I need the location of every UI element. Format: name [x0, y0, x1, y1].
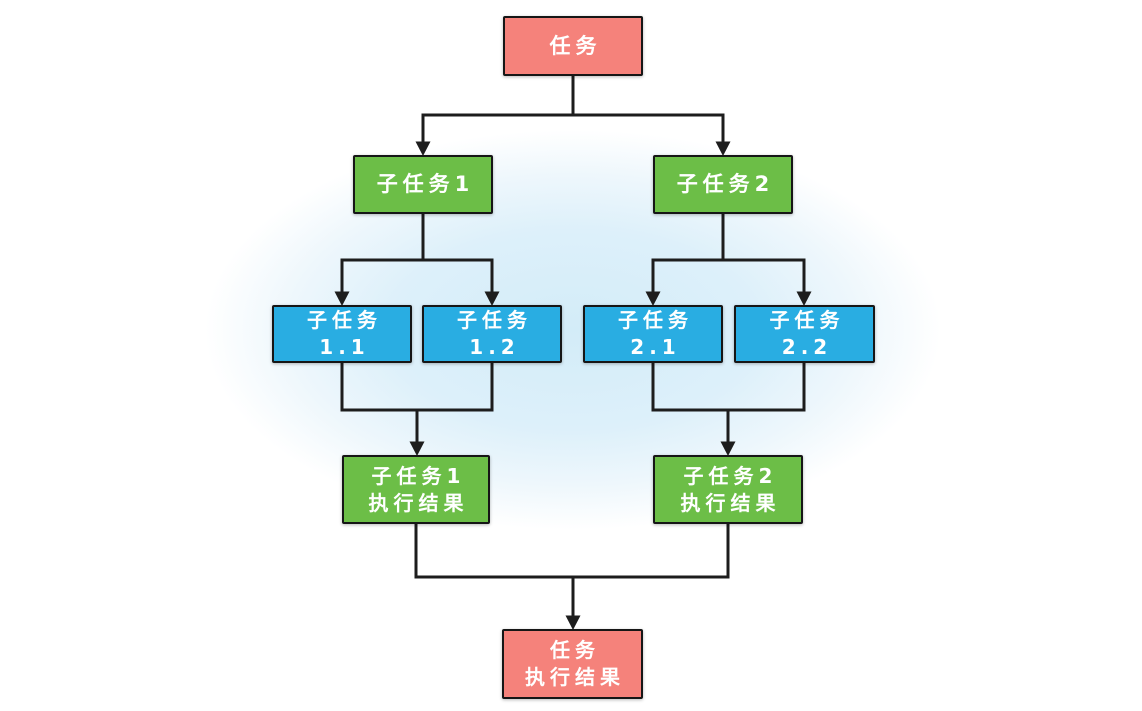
- arrowhead: [715, 141, 731, 156]
- arrowhead: [484, 291, 500, 306]
- node-subtask-1-label: 子任务1: [376, 172, 475, 196]
- connector-subtask1-split: [334, 212, 500, 306]
- node-result-2-label-line1: 子任务2: [683, 463, 778, 488]
- arrowhead: [796, 291, 812, 306]
- node-subtask-1-1: 子任务 1.1: [272, 305, 412, 363]
- node-subtask-2-1-label-line1: 子任务: [618, 308, 693, 332]
- node-subtask-2-label: 子任务2: [676, 172, 775, 196]
- node-result-1-label-line1: 子任务1: [371, 463, 466, 488]
- node-final-result: 任务 执行结果: [502, 629, 643, 699]
- node-subtask-1-2-label-line1: 子任务: [457, 308, 532, 332]
- node-subtask-1-2: 子任务 1.2: [422, 305, 562, 363]
- node-subtask-2-2-label-line1: 子任务: [769, 308, 845, 332]
- node-final-result-label-line1: 任务: [550, 638, 600, 662]
- node-result-2-label-line2: 执行结果: [680, 490, 781, 515]
- node-result-1: 子任务1 执行结果: [342, 455, 490, 524]
- node-subtask-1-1-label-line1: 子任务: [307, 308, 382, 332]
- connector-task-split: [415, 74, 731, 156]
- node-subtask-1: 子任务1: [353, 155, 493, 214]
- node-result-2: 子任务2 执行结果: [653, 455, 803, 524]
- arrowhead: [409, 441, 425, 456]
- connector-merge-result1: [340, 361, 494, 456]
- arrowhead: [720, 441, 736, 456]
- connector-subtask2-split: [645, 212, 812, 306]
- arrowhead: [334, 291, 350, 306]
- node-subtask-1-1-label-line2: 1.1: [319, 335, 370, 359]
- node-subtask-2-2: 子任务 2.2: [734, 305, 875, 363]
- node-task-label: 任务: [549, 33, 602, 58]
- node-result-1-label-line2: 执行结果: [368, 490, 469, 515]
- node-subtask-2: 子任务2: [653, 155, 793, 214]
- node-subtask-1-2-label-line2: 1.2: [469, 335, 520, 359]
- arrowhead: [415, 141, 431, 156]
- node-subtask-2-2-label-line2: 2.2: [781, 335, 833, 359]
- node-task: 任务: [503, 16, 643, 76]
- connector-merge-final: [414, 522, 730, 630]
- arrowhead: [645, 291, 661, 306]
- node-subtask-2-1-label-line2: 2.1: [630, 335, 681, 359]
- node-final-result-label-line2: 执行结果: [525, 665, 625, 689]
- arrowhead: [565, 615, 581, 630]
- connector-merge-result2: [651, 361, 806, 456]
- node-subtask-2-1: 子任务 2.1: [583, 305, 723, 363]
